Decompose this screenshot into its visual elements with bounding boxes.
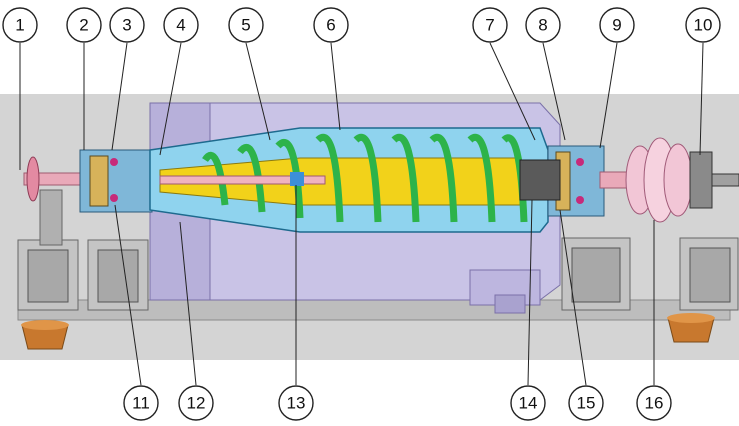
- screw-flights: [202, 133, 528, 223]
- right-bearing-housing: [519, 145, 605, 217]
- callout-16: 16: [636, 385, 672, 421]
- callout-15: 15: [568, 385, 604, 421]
- callout-13: 13: [278, 385, 314, 421]
- svg-text:15: 15: [577, 394, 596, 413]
- callout-14: 14: [510, 385, 546, 421]
- svg-text:13: 13: [287, 394, 306, 413]
- svg-text:9: 9: [612, 16, 621, 35]
- left-bearing-housing: [79, 149, 153, 213]
- callout-9: 9: [599, 7, 635, 43]
- machine-feet: [21, 313, 715, 350]
- callout-6: 6: [313, 7, 349, 43]
- svg-text:12: 12: [187, 394, 206, 413]
- callout-12: 12: [178, 385, 214, 421]
- svg-text:14: 14: [519, 394, 538, 413]
- feed-chamber: [290, 172, 304, 186]
- right-stand: [561, 237, 739, 311]
- svg-text:11: 11: [132, 394, 150, 413]
- svg-text:7: 7: [485, 16, 494, 35]
- leader-lines: [19, 42, 704, 386]
- svg-text:3: 3: [122, 16, 131, 35]
- callout-2: 2: [66, 7, 102, 43]
- gearbox: [625, 137, 739, 223]
- svg-text:6: 6: [326, 16, 335, 35]
- svg-text:2: 2: [79, 16, 88, 35]
- callout-5: 5: [228, 7, 264, 43]
- svg-text:10: 10: [694, 16, 713, 35]
- callout-7: 7: [472, 7, 508, 43]
- callout-8: 8: [525, 7, 561, 43]
- svg-text:1: 1: [15, 16, 24, 35]
- callout-3: 3: [109, 7, 145, 43]
- svg-text:8: 8: [538, 16, 547, 35]
- callout-4: 4: [163, 7, 199, 43]
- svg-text:4: 4: [176, 16, 185, 35]
- callout-11: 11: [123, 385, 159, 421]
- callout-10: 10: [685, 7, 721, 43]
- left-stand: [17, 189, 149, 311]
- feed-pipe: [159, 175, 326, 185]
- svg-text:5: 5: [241, 16, 250, 35]
- feed-inlet-flange: [26, 156, 40, 202]
- callout-1: 1: [2, 7, 38, 43]
- svg-text:16: 16: [645, 394, 664, 413]
